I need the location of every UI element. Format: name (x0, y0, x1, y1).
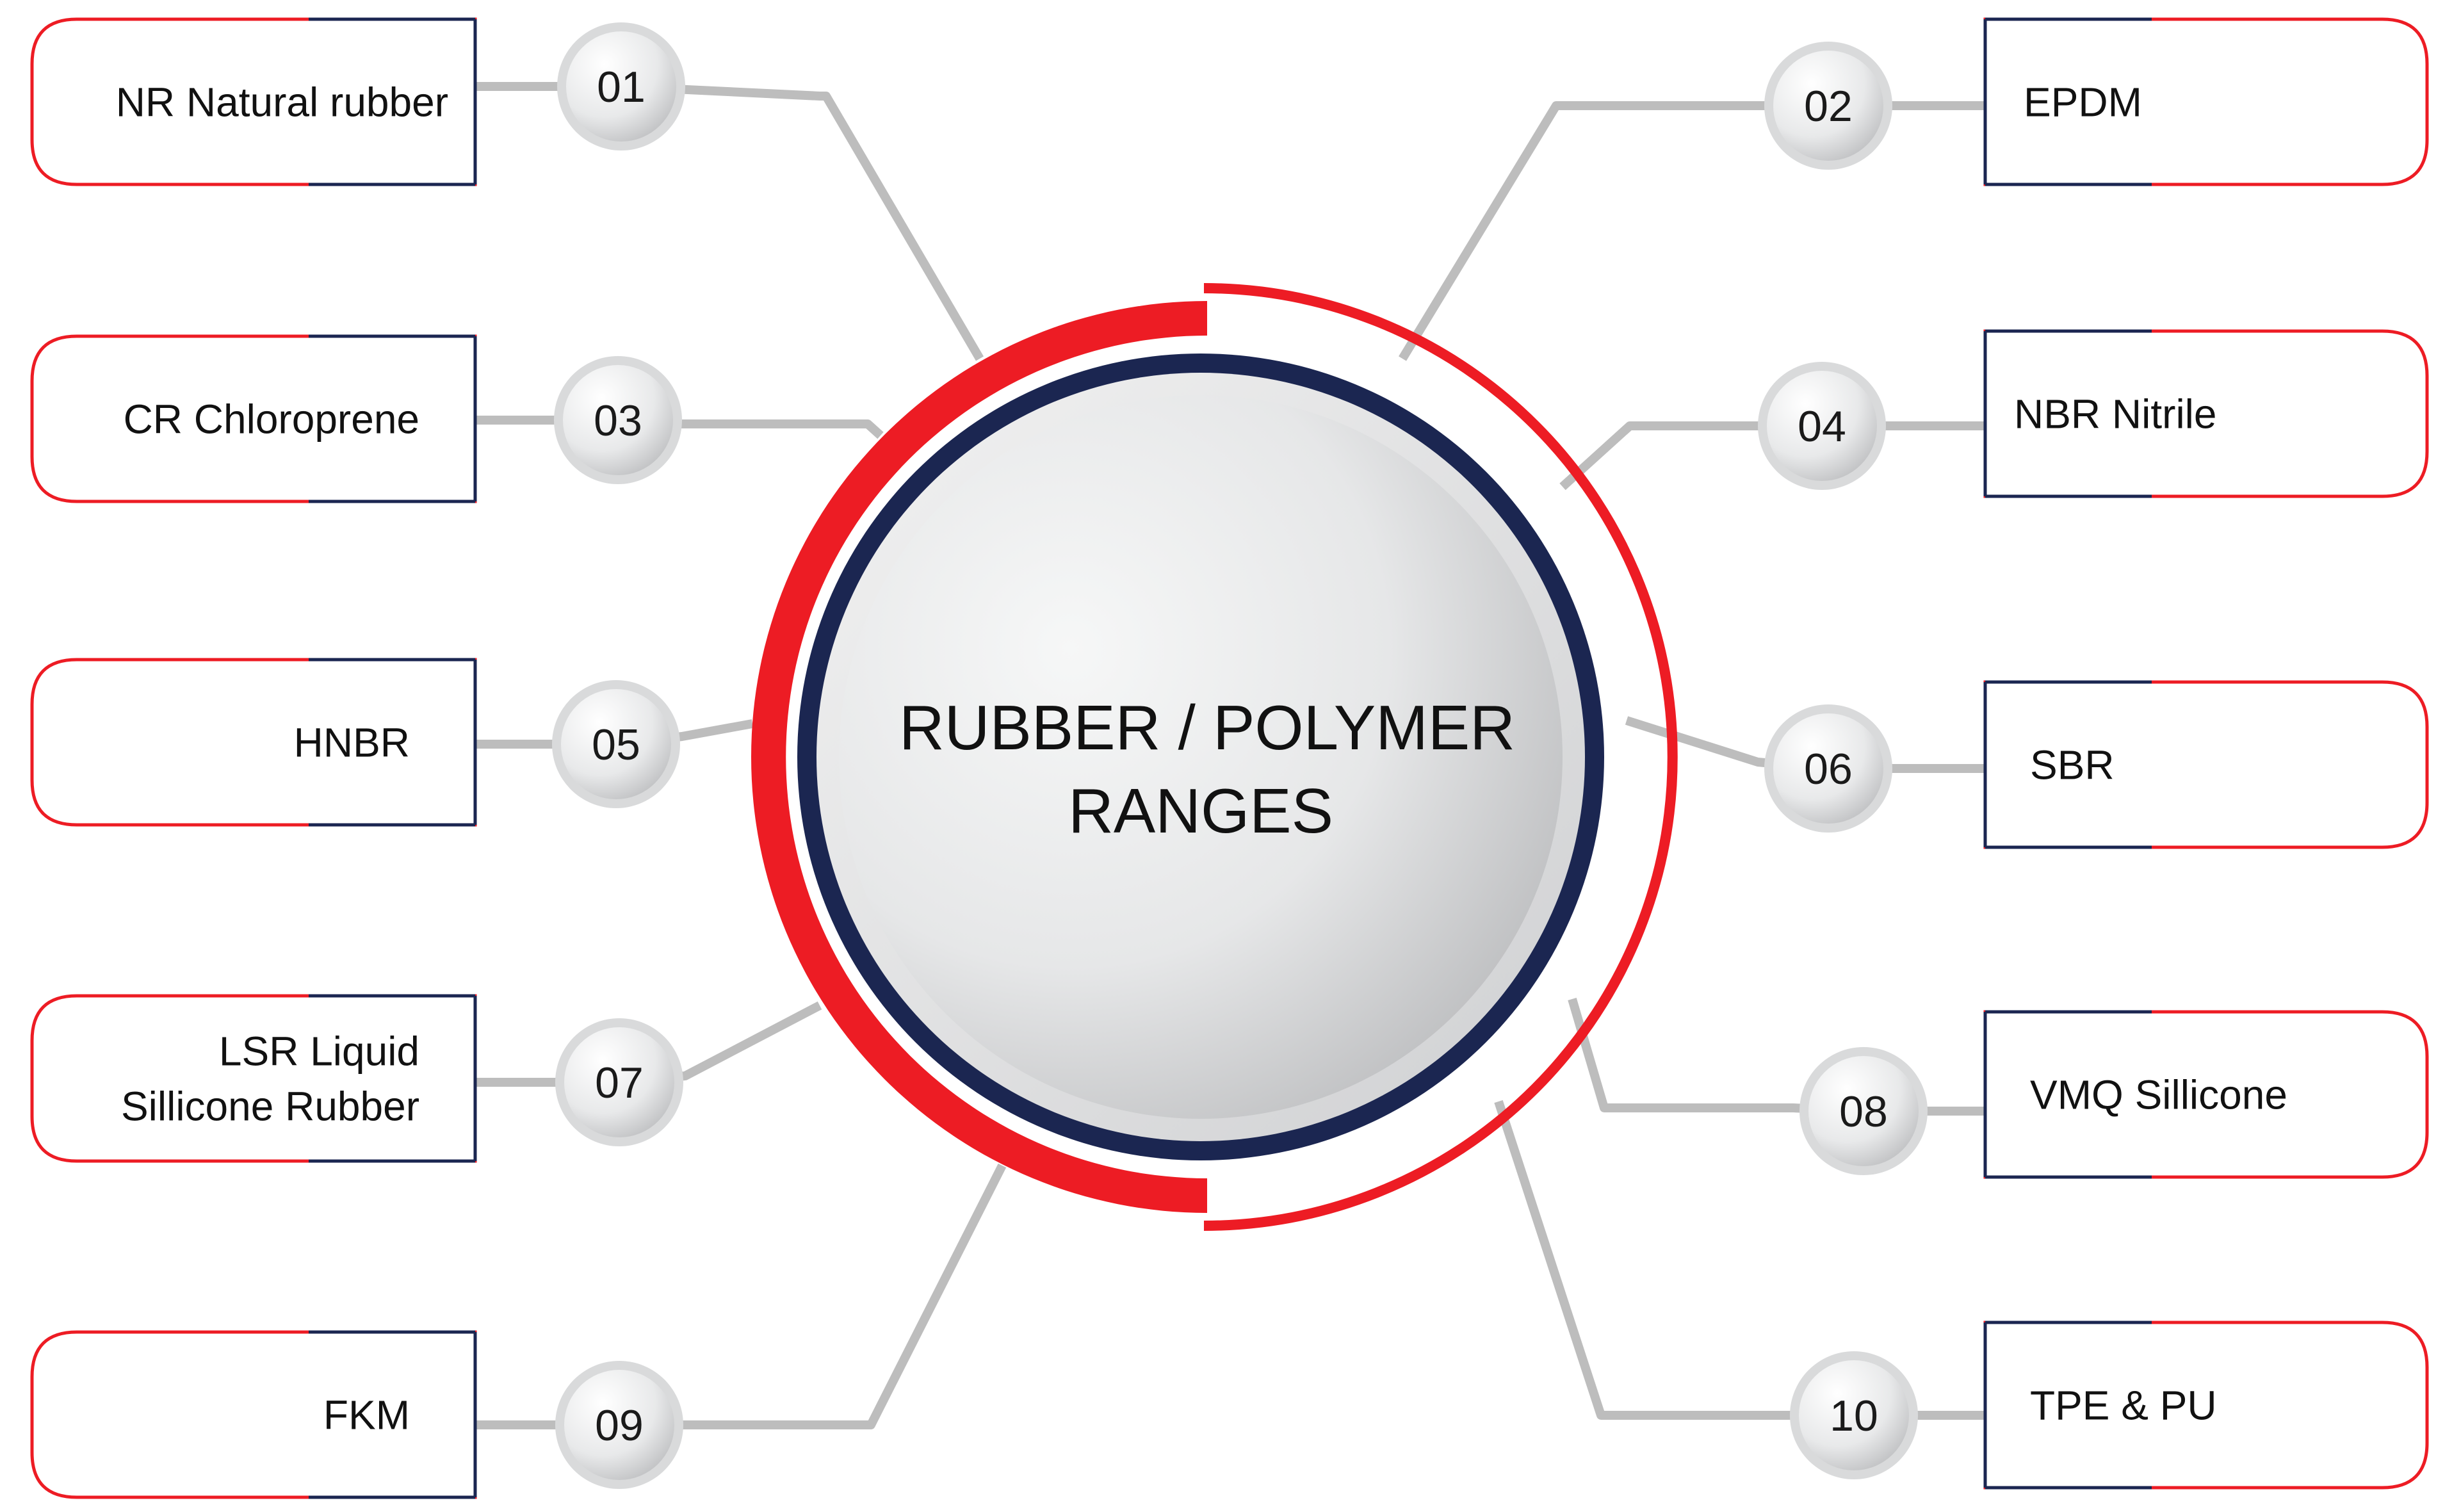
label-text-05: HNBR (294, 719, 410, 765)
connector-line-01 (475, 82, 984, 361)
label-box-04 (1983, 329, 2429, 498)
polymer-item-01: NR Natural rubber 01 (30, 17, 685, 186)
number-badge-face-04 (1767, 371, 1877, 481)
number-badge-face-10 (1799, 1360, 1909, 1470)
red-right-ring (1203, 283, 1678, 1231)
number-badge-04: 04 (1758, 362, 1886, 490)
number-badge-text-01: 01 (597, 63, 646, 111)
polymer-item-06: SBR 06 (1764, 680, 2429, 849)
number-badge-08: 08 (1799, 1047, 1928, 1175)
number-badge-05: 05 (552, 680, 680, 808)
polymer-item-10: TPE & PU 10 (1790, 1321, 2429, 1490)
center-disc (839, 395, 1563, 1119)
number-badge-face-05 (561, 689, 671, 799)
number-badge-text-04: 04 (1798, 402, 1846, 451)
number-badge-text-07: 07 (595, 1059, 644, 1107)
label-text-04: NBR Nitrile (2014, 391, 2216, 437)
polymer-item-09: FKM 09 (30, 1330, 683, 1499)
number-badge-06: 06 (1764, 704, 1892, 833)
label-box-06 (1983, 680, 2429, 849)
label-text-09: FKM (323, 1392, 410, 1438)
label-box-08 (1983, 1010, 2429, 1179)
label-text-08: VMQ Sillicone (2030, 1071, 2287, 1118)
number-badge-face-06 (1773, 713, 1883, 824)
label-text-06: SBR (2030, 742, 2115, 788)
label-text-01: NR Natural rubber (116, 79, 448, 125)
number-badge-03: 03 (554, 356, 682, 484)
connector-line-02 (1399, 101, 1985, 361)
label-box-09 (30, 1330, 477, 1499)
label-box-03 (30, 334, 477, 503)
label-text-07-line-2: Sillicone Rubber (121, 1083, 419, 1129)
number-badge-text-06: 06 (1804, 745, 1853, 793)
number-badge-10: 10 (1790, 1351, 1918, 1479)
number-badge-text-02: 02 (1804, 82, 1853, 131)
label-text-03: CR Chloroprene (124, 396, 419, 442)
connector-line-09 (475, 1163, 1007, 1429)
number-badge-face-03 (563, 365, 673, 475)
center-title-line-1: RUBBER / POLYMER (899, 692, 1515, 763)
number-badge-face-08 (1808, 1056, 1919, 1166)
label-box-05 (30, 658, 477, 827)
polymer-item-02: EPDM 02 (1764, 17, 2429, 186)
number-badge-01: 01 (557, 22, 685, 150)
label-box-01 (30, 17, 477, 186)
center-title-line-2: RANGES (1068, 776, 1333, 846)
number-badge-face-02 (1773, 51, 1883, 161)
number-badge-text-09: 09 (595, 1401, 644, 1450)
label-text-10: TPE & PU (2030, 1382, 2217, 1428)
number-badge-face-09 (564, 1370, 674, 1480)
number-badge-text-08: 08 (1839, 1087, 1888, 1136)
polymer-item-05: HNBR 05 (30, 658, 680, 827)
number-badge-02: 02 (1764, 42, 1892, 170)
polymer-item-04: NBR Nitrile 04 (1758, 329, 2429, 498)
polymer-list: NR Natural rubber 01 EPDM 02 CR Chloroprene 0… (30, 17, 2429, 1499)
number-badge-text-03: 03 (594, 396, 642, 445)
polymer-item-03: CR Chloroprene 03 (30, 334, 682, 503)
label-text-07-line-1: LSR Liquid (219, 1028, 419, 1074)
number-badge-face-01 (566, 31, 676, 142)
label-box-10 (1983, 1321, 2429, 1490)
number-badge-09: 09 (555, 1361, 683, 1489)
number-badge-face-07 (564, 1027, 674, 1137)
label-text-02: EPDM (2024, 79, 2142, 125)
label-box-02 (1983, 17, 2429, 186)
number-badge-text-10: 10 (1830, 1392, 1878, 1440)
label-box-07 (30, 994, 477, 1163)
number-badge-07: 07 (555, 1018, 683, 1146)
center-circle: RUBBER / POLYMER RANGES (751, 283, 1678, 1231)
polymer-item-08: VMQ Sillicone 08 (1799, 1010, 2429, 1179)
number-badge-text-05: 05 (592, 720, 640, 769)
